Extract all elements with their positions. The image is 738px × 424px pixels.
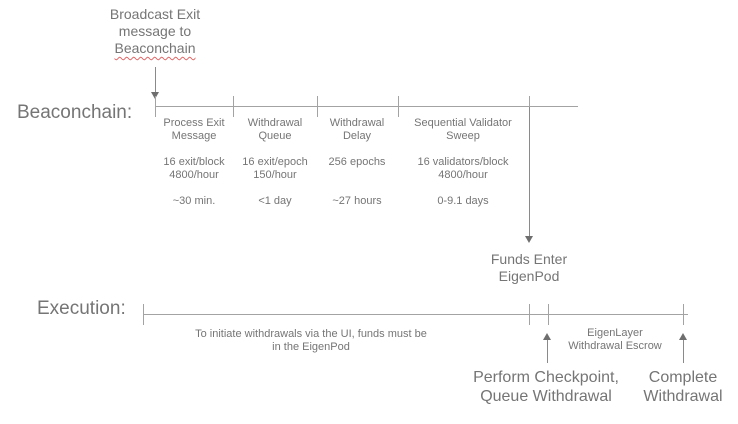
stage-title: Sequential Validator Sweep	[414, 117, 512, 142]
timeline-tick	[683, 304, 684, 325]
execution-row-label: Execution:	[37, 298, 126, 319]
execution-timeline-line	[143, 314, 688, 315]
stage-rate: 16 exit/epoch 150/hour	[242, 156, 308, 181]
timeline-tick	[155, 96, 156, 117]
arrow-line	[683, 340, 684, 363]
arrow-line	[547, 340, 548, 363]
timeline-tick	[233, 96, 234, 117]
arrow-line	[529, 107, 530, 236]
perform-checkpoint-label: Perform Checkpoint, Queue Withdrawal	[473, 369, 619, 405]
funds-enter-label: Funds Enter EigenPod	[490, 251, 568, 284]
stage-rate: 256 epochs	[328, 156, 386, 168]
complete-withdrawal-label: Complete Withdrawal	[643, 369, 723, 405]
stage-rate: 16 validators/block 4800/hour	[417, 156, 509, 181]
stage-title: Withdrawal Delay	[329, 117, 385, 142]
timeline-tick	[529, 304, 530, 325]
eigenpod-note: To initiate withdrawals via the UI, fund…	[195, 328, 427, 353]
timeline-tick	[529, 96, 530, 117]
stage-title: Withdrawal Queue	[247, 117, 303, 142]
broadcast-note: Broadcast Exit message to Beaconchain	[110, 6, 200, 57]
stage-duration: <1 day	[258, 195, 292, 207]
stage-duration: ~27 hours	[332, 195, 382, 207]
beaconchain-row-label: Beaconchain:	[17, 102, 133, 123]
timeline-tick	[317, 96, 318, 117]
timeline-tick	[143, 304, 144, 325]
stage-duration: ~30 min.	[172, 195, 216, 207]
stage-title: Process Exit Message	[163, 117, 225, 142]
broadcast-note-text: Broadcast Exit message to	[109, 6, 201, 39]
arrow-down-icon	[525, 236, 533, 243]
stage-duration: 0-9.1 days	[437, 195, 489, 207]
timeline-tick	[548, 304, 549, 325]
arrow-up-icon	[543, 333, 551, 340]
beaconchain-timeline-line	[155, 106, 578, 107]
stage-rate: 16 exit/block 4800/hour	[163, 156, 225, 181]
broadcast-note-underlined-word: Beaconchain	[114, 40, 196, 56]
arrow-up-icon	[679, 333, 687, 340]
arrow-down-icon	[151, 92, 159, 99]
timeline-tick	[398, 96, 399, 117]
arrow-line	[155, 67, 156, 92]
escrow-segment-label: EigenLayer Withdrawal Escrow	[568, 327, 662, 352]
